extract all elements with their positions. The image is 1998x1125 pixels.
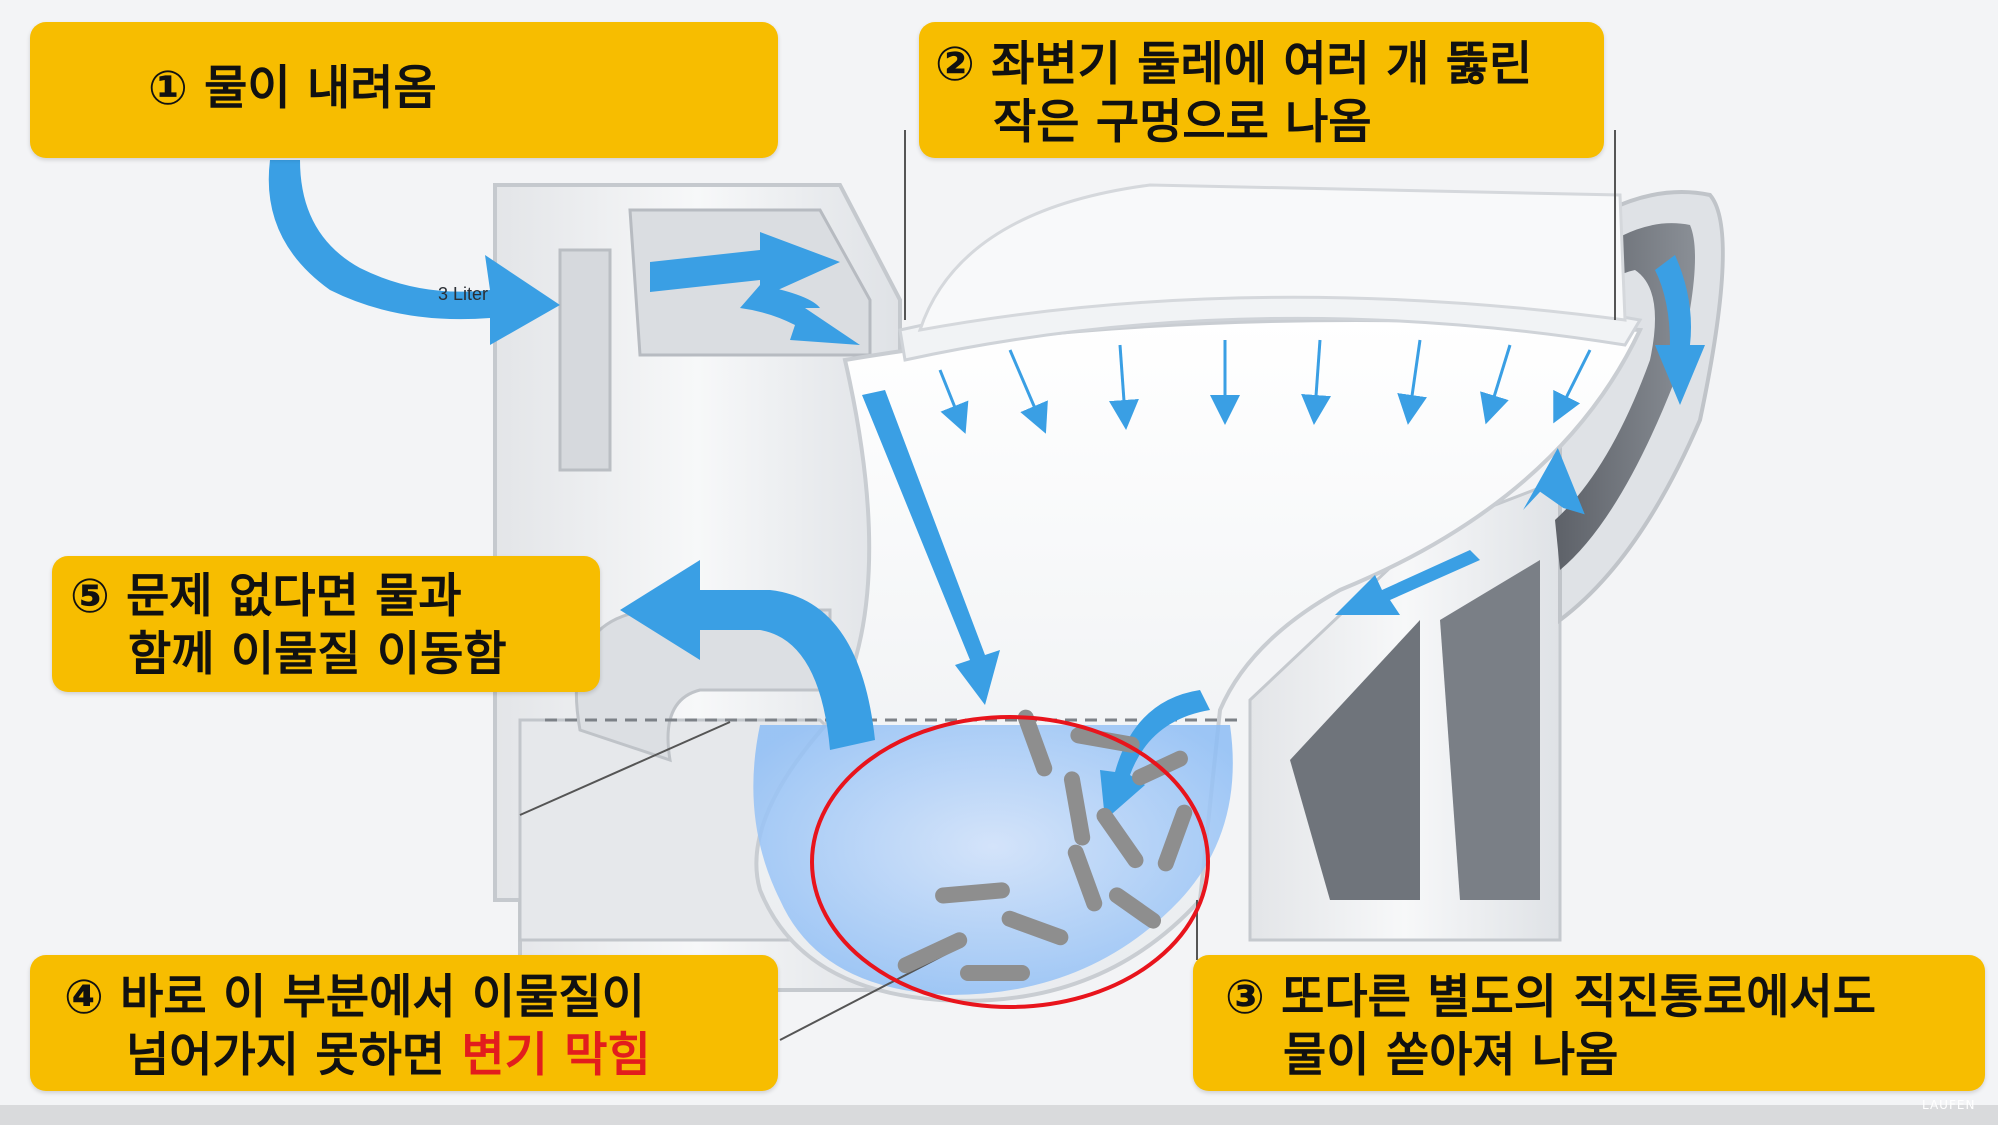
callout-step-1-text: ① 물이 내려옴: [148, 61, 437, 116]
callout-step-4: ④ 바로 이 부분에서 이물질이 넘어가지 못하면 변기 막힘: [30, 955, 778, 1091]
callout-step-4-line-1: ④ 바로 이 부분에서 이물질이: [64, 970, 645, 1025]
callout-step-4-line-2: 넘어가지 못하면 변기 막힘: [64, 1027, 778, 1085]
callout-step-5-line-1: ⑤ 문제 없다면 물과: [70, 569, 462, 624]
callout-step-2-line-2: 작은 구멍으로 나옴: [993, 95, 1372, 150]
callout-step-2: ② 좌변기 둘레에 여러 개 뚫린 작은 구멍으로 나옴: [919, 22, 1604, 158]
brand-watermark: LAUFEN: [1922, 1098, 1976, 1112]
leader-lines: [519, 130, 1616, 1041]
callout-step-2-line-1: ② 좌변기 둘레에 여러 개 뚫린: [935, 37, 1533, 92]
callout-step-5-line-2: 함께 이물질 이동함: [128, 627, 507, 682]
callout-step-1: ① 물이 내려옴: [30, 22, 778, 158]
callout-step-4-line-2-prefix: 넘어가지 못하면: [126, 1028, 462, 1083]
clog-highlight-circle: [810, 715, 1210, 1009]
bottom-band: [0, 1105, 1998, 1125]
flow-volume-label: 3 Liter: [438, 284, 488, 304]
callout-step-3: ③ 또다른 별도의 직진통로에서도 물이 쏟아져 나옴: [1193, 955, 1985, 1091]
flow-arrows: [268, 160, 1705, 820]
clog-warning-highlight: 변기 막힘: [461, 1028, 651, 1083]
debris-pieces: [897, 709, 1193, 981]
callout-step-5: ⑤ 문제 없다면 물과 함께 이물질 이동함: [52, 556, 600, 692]
callout-step-3-line-2: 물이 쏟아져 나옴: [1283, 1028, 1619, 1083]
rim-jet-arrows: [938, 339, 1592, 434]
callout-step-3-line-1: ③ 또다른 별도의 직진통로에서도: [1225, 970, 1877, 1025]
